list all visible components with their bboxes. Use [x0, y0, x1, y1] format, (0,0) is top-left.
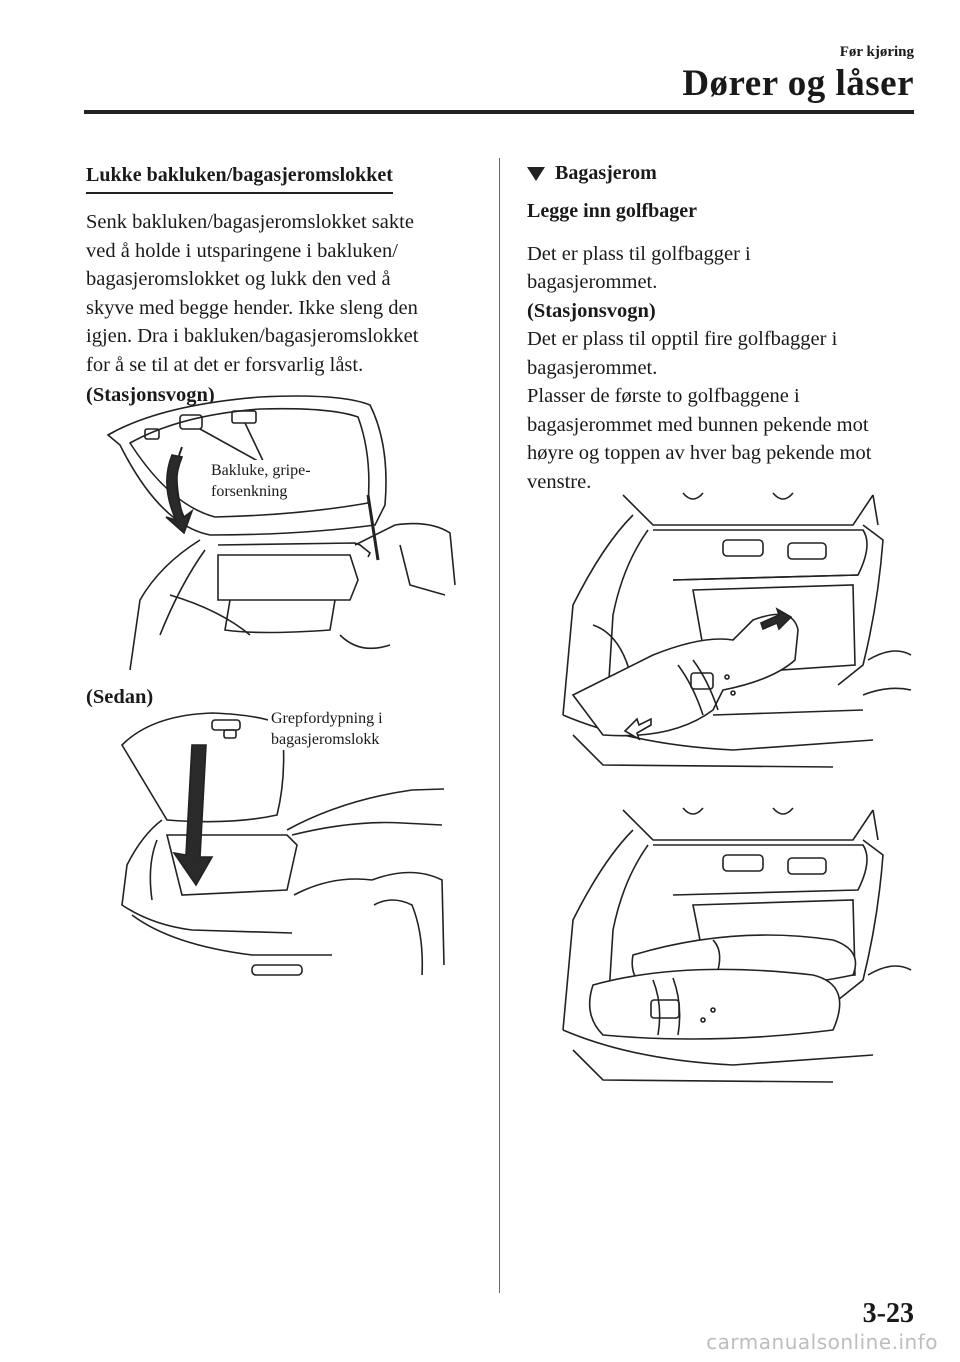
wagon-label: (Stasjonsvogn)	[86, 384, 215, 406]
sedan-label: (Sedan)	[86, 686, 154, 708]
footer-watermark-link[interactable]: carmanualsonline.info	[706, 1330, 938, 1354]
text-line: for å se til at det er forsvarlig låst.	[86, 353, 364, 376]
text-line: bagasjerommet.	[527, 271, 658, 293]
right-column: Bagasjerom Legge inn golfbager Det er pl…	[527, 158, 919, 496]
triangle-bullet-icon	[527, 166, 545, 181]
text-line: høyre og toppen av hver bag pekende mot	[527, 442, 872, 464]
header-rule	[84, 110, 914, 114]
callout-line: forsenkning	[211, 483, 288, 500]
page-number: 3-23	[862, 1298, 914, 1329]
closing-subtitle: Lukke bakluken/bagasjeromslokket	[86, 164, 393, 194]
text-line: igjen. Dra i bakluken/bagasjeromslokket	[86, 325, 419, 347]
closing-paragraph: Senk bakluken/bagasjeromslokket sakte ve…	[86, 208, 478, 379]
text-line: bagasjerommet med bunnen pekende mot	[527, 413, 869, 436]
golf-bags-loading-illustration	[533, 485, 913, 775]
golf-paragraph: Det er plass til golfbagger i bagasjerom…	[527, 240, 919, 497]
luggage-section-heading: Bagasjerom	[527, 162, 919, 185]
text-line: bagasjerommet.	[527, 356, 658, 379]
text-line: Det er plass til golfbagger i	[527, 242, 751, 265]
page-title: Dører og låser	[682, 63, 914, 104]
header-section-label: Før kjøring	[839, 44, 914, 60]
sedan-callout: Grepfordypning i bagasjeromslokk	[268, 708, 386, 750]
text-line: Det er plass til opptil fire golfbagger …	[527, 328, 838, 350]
wagon-tailgate-illustration: Bakluke, gripe- forsenkning	[100, 385, 460, 675]
text-line: Plasser de første to golfbaggene i	[527, 385, 800, 407]
callout-line: Grepfordypning i	[271, 710, 383, 727]
text-line: ved å holde i utsparingene i bakluken/	[86, 239, 398, 262]
column-divider	[499, 158, 500, 1293]
text-line: venstre.	[527, 470, 592, 493]
text-line: skyve med begge hender. Ikke sleng den	[86, 296, 418, 319]
left-column: Lukke bakluken/bagasjeromslokket Senk ba…	[86, 158, 478, 410]
luggage-section-title: Bagasjerom	[555, 162, 657, 184]
text-line: bagasjeromslokket og lukk den ved å	[86, 268, 391, 290]
golf-subheading: Legge inn golfbager	[527, 200, 697, 222]
wagon-callout: Bakluke, gripe- forsenkning	[208, 460, 314, 502]
sedan-trunk-illustration: Grepfordypning i bagasjeromslokk	[112, 705, 447, 990]
callout-line: Bakluke, gripe-	[211, 462, 311, 479]
text-line: Senk bakluken/bagasjeromslokket sakte	[86, 211, 414, 233]
golf-bags-loaded-illustration	[533, 800, 913, 1090]
callout-line: bagasjeromslokk	[271, 731, 380, 748]
wagon-label: (Stasjonsvogn)	[527, 299, 656, 322]
